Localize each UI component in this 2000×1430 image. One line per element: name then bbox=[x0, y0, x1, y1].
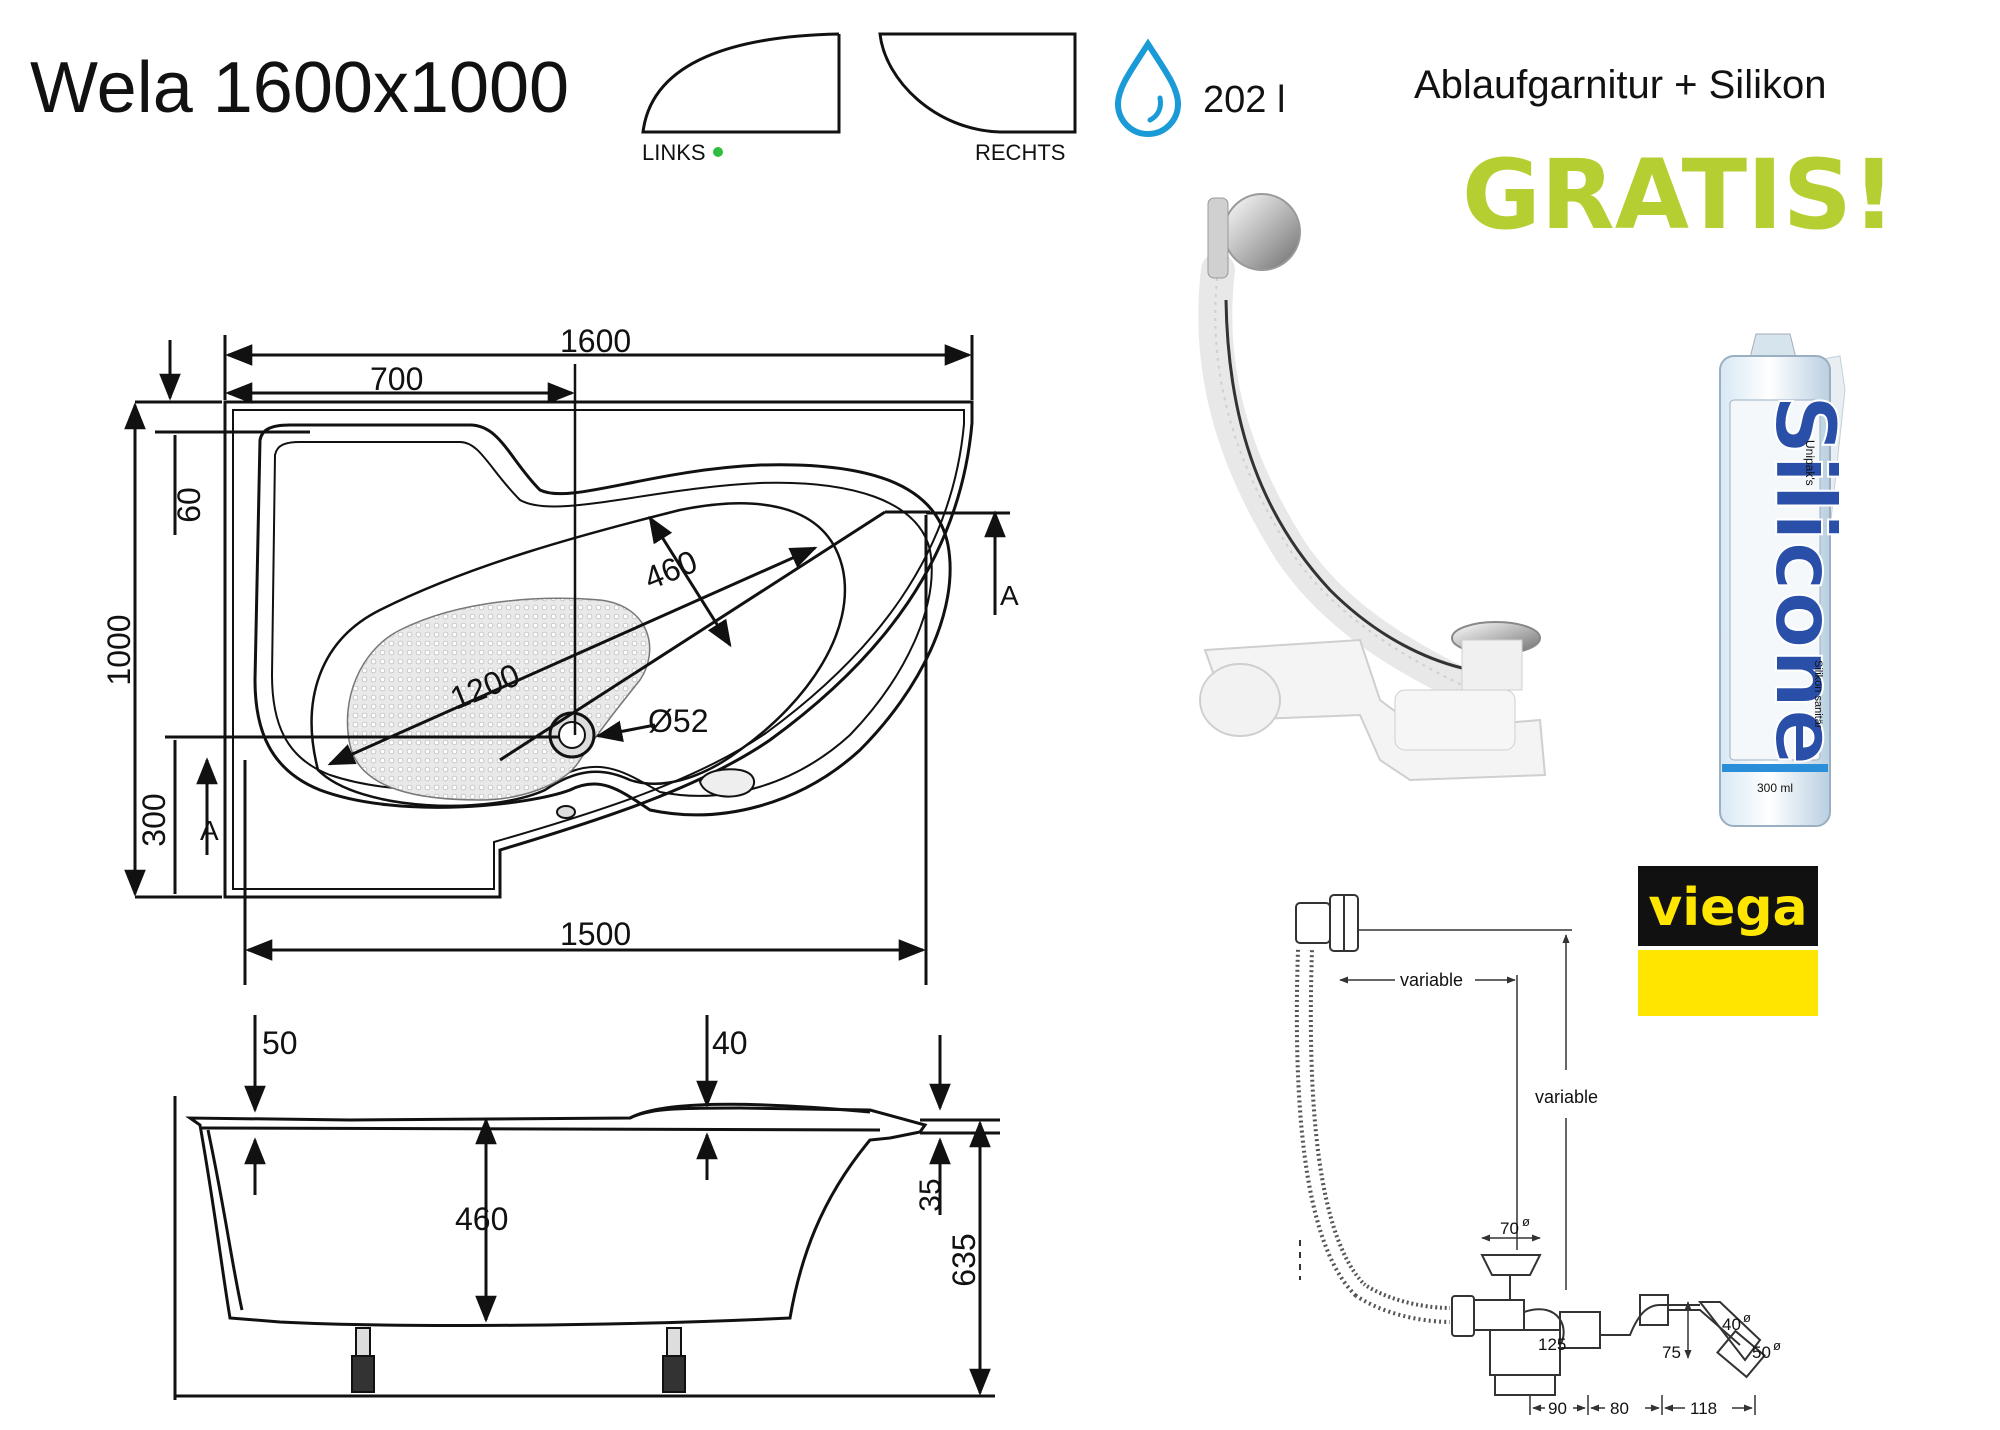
svg-text:1000: 1000 bbox=[101, 614, 137, 685]
drain-drawing-dimensions bbox=[1339, 929, 1756, 1415]
svg-text:A: A bbox=[200, 815, 219, 846]
svg-text:Unipak's: Unipak's bbox=[1803, 440, 1817, 486]
top-view-dimension-labels: 1600 700 1000 60 300 A A 1500 1200 460 Ø… bbox=[101, 323, 1019, 952]
svg-text:635: 635 bbox=[946, 1233, 982, 1286]
svg-text:Silikon sanitär: Silikon sanitär bbox=[1812, 660, 1824, 729]
promo-gratis: GRATIS! bbox=[1462, 139, 1896, 251]
svg-text:35: 35 bbox=[914, 1178, 947, 1211]
svg-text:40: 40 bbox=[1722, 1315, 1741, 1334]
svg-text:300: 300 bbox=[136, 793, 172, 846]
svg-text:ø: ø bbox=[1522, 1214, 1530, 1229]
silicone-brand: Silicone bbox=[1756, 394, 1854, 765]
svg-text:460: 460 bbox=[455, 1201, 508, 1237]
svg-text:viega: viega bbox=[1648, 878, 1807, 938]
orientation-left[interactable]: LINKS bbox=[641, 32, 841, 165]
promo-line1: Ablaufgarnitur + Silikon bbox=[1414, 63, 1826, 107]
tub-side-profile bbox=[185, 1106, 928, 1327]
drain-set-image bbox=[1198, 193, 1547, 782]
svg-text:125: 125 bbox=[1538, 1335, 1566, 1354]
selected-indicator bbox=[713, 147, 723, 157]
top-view-drawing bbox=[223, 364, 974, 899]
svg-text:A: A bbox=[1000, 580, 1019, 611]
top-view-dimensions bbox=[124, 335, 1010, 985]
svg-text:variable: variable bbox=[1400, 970, 1463, 990]
svg-text:variable: variable bbox=[1535, 1087, 1598, 1107]
svg-text:Ø52: Ø52 bbox=[648, 703, 708, 739]
svg-text:1600: 1600 bbox=[560, 323, 631, 359]
svg-text:90: 90 bbox=[1548, 1399, 1567, 1418]
viega-logo: viega bbox=[1638, 866, 1818, 1016]
svg-text:300 ml: 300 ml bbox=[1757, 781, 1793, 795]
svg-text:70: 70 bbox=[1500, 1219, 1519, 1238]
water-drop-icon bbox=[1114, 38, 1182, 137]
drain-technical-drawing bbox=[1294, 894, 1766, 1396]
side-view-dimensions bbox=[244, 1015, 1000, 1396]
silicone-tube-image: Silicone Unipak's Silikon sanitär 300 ml bbox=[1719, 333, 1855, 827]
orientation-right-label: RECHTS bbox=[975, 140, 1065, 165]
svg-text:50: 50 bbox=[262, 1025, 298, 1061]
svg-text:ø: ø bbox=[1773, 1338, 1781, 1353]
volume-value: 202 l bbox=[1203, 79, 1285, 121]
svg-text:118: 118 bbox=[1690, 1399, 1717, 1418]
orientation-left-label: LINKS bbox=[642, 140, 706, 165]
svg-text:80: 80 bbox=[1610, 1399, 1629, 1418]
drain-drawing-labels: variable variable 70 ø 125 75 40 ø 50 ø … bbox=[1400, 970, 1781, 1418]
svg-text:1500: 1500 bbox=[560, 916, 631, 952]
tub-foot-left bbox=[351, 1327, 375, 1393]
orientation-right[interactable]: RECHTS bbox=[878, 32, 1077, 165]
tub-foot-right bbox=[662, 1327, 686, 1393]
svg-text:50: 50 bbox=[1752, 1343, 1771, 1362]
svg-text:75: 75 bbox=[1662, 1343, 1681, 1362]
svg-text:60: 60 bbox=[171, 487, 207, 523]
volume-info: 202 l bbox=[1114, 38, 1285, 137]
svg-text:700: 700 bbox=[370, 361, 423, 397]
side-view-drawing bbox=[173, 1096, 995, 1400]
tub-rim bbox=[253, 423, 952, 817]
side-view-dimension-labels: 50 40 460 35 635 bbox=[262, 1025, 982, 1287]
svg-text:ø: ø bbox=[1743, 1310, 1751, 1325]
svg-text:40: 40 bbox=[712, 1025, 748, 1061]
product-title: Wela 1600x1000 bbox=[30, 48, 569, 128]
